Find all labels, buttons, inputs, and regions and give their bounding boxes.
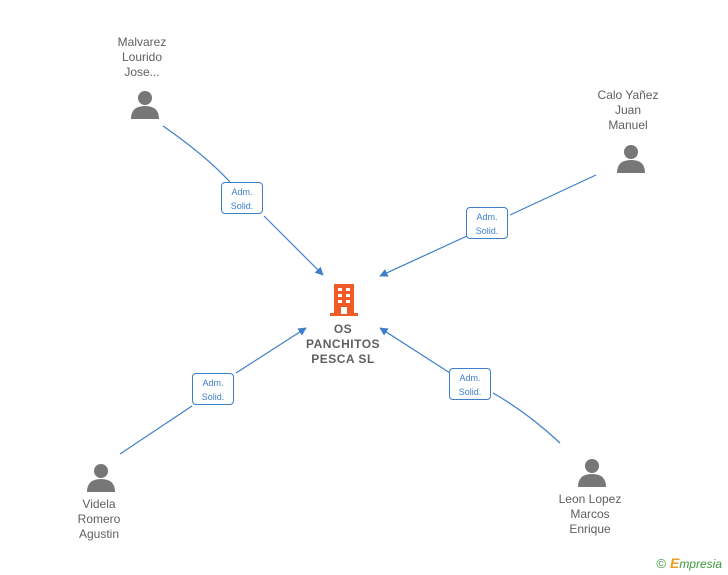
role-line: Adm.	[476, 212, 498, 222]
person-icon[interactable]	[130, 89, 160, 119]
empresia-logo: © Empresia	[656, 555, 722, 571]
role-line: Adm.	[459, 373, 481, 383]
role-line: Solid.	[475, 226, 499, 236]
person-name-malvarez[interactable]: Malvarez Lourido Jose...	[117, 35, 167, 79]
role-line: Solid.	[458, 387, 482, 397]
role-badge-malvarez[interactable]: Adm. Solid.	[221, 182, 263, 214]
company-name[interactable]: OS PANCHITOS PESCA SL	[305, 322, 381, 366]
person-icon[interactable]	[577, 457, 607, 487]
edge-malvarez	[162, 125, 323, 275]
role-badge-leon[interactable]: Adm. Solid.	[449, 368, 491, 400]
person-icon[interactable]	[616, 143, 646, 173]
role-line: Solid.	[201, 392, 225, 402]
edge-leon	[380, 328, 561, 444]
person-name-videla[interactable]: Videla Romero Agustin	[77, 497, 121, 541]
building-icon[interactable]	[328, 283, 360, 317]
person-icon[interactable]	[86, 462, 116, 492]
role-line: Adm.	[231, 187, 253, 197]
role-line: Adm.	[202, 378, 224, 388]
brand-initial: E	[669, 555, 680, 571]
role-badge-videla[interactable]: Adm. Solid.	[192, 373, 234, 405]
brand-name: mpresia	[679, 557, 722, 571]
edge-calo	[380, 174, 597, 276]
person-name-calo[interactable]: Calo Yañez Juan Manuel	[597, 88, 659, 132]
edge-videla	[119, 328, 306, 455]
person-name-leon[interactable]: Leon Lopez Marcos Enrique	[558, 492, 622, 536]
role-badge-calo[interactable]: Adm. Solid.	[466, 207, 508, 239]
role-line: Solid.	[230, 201, 254, 211]
copyright-icon: ©	[656, 555, 666, 571]
